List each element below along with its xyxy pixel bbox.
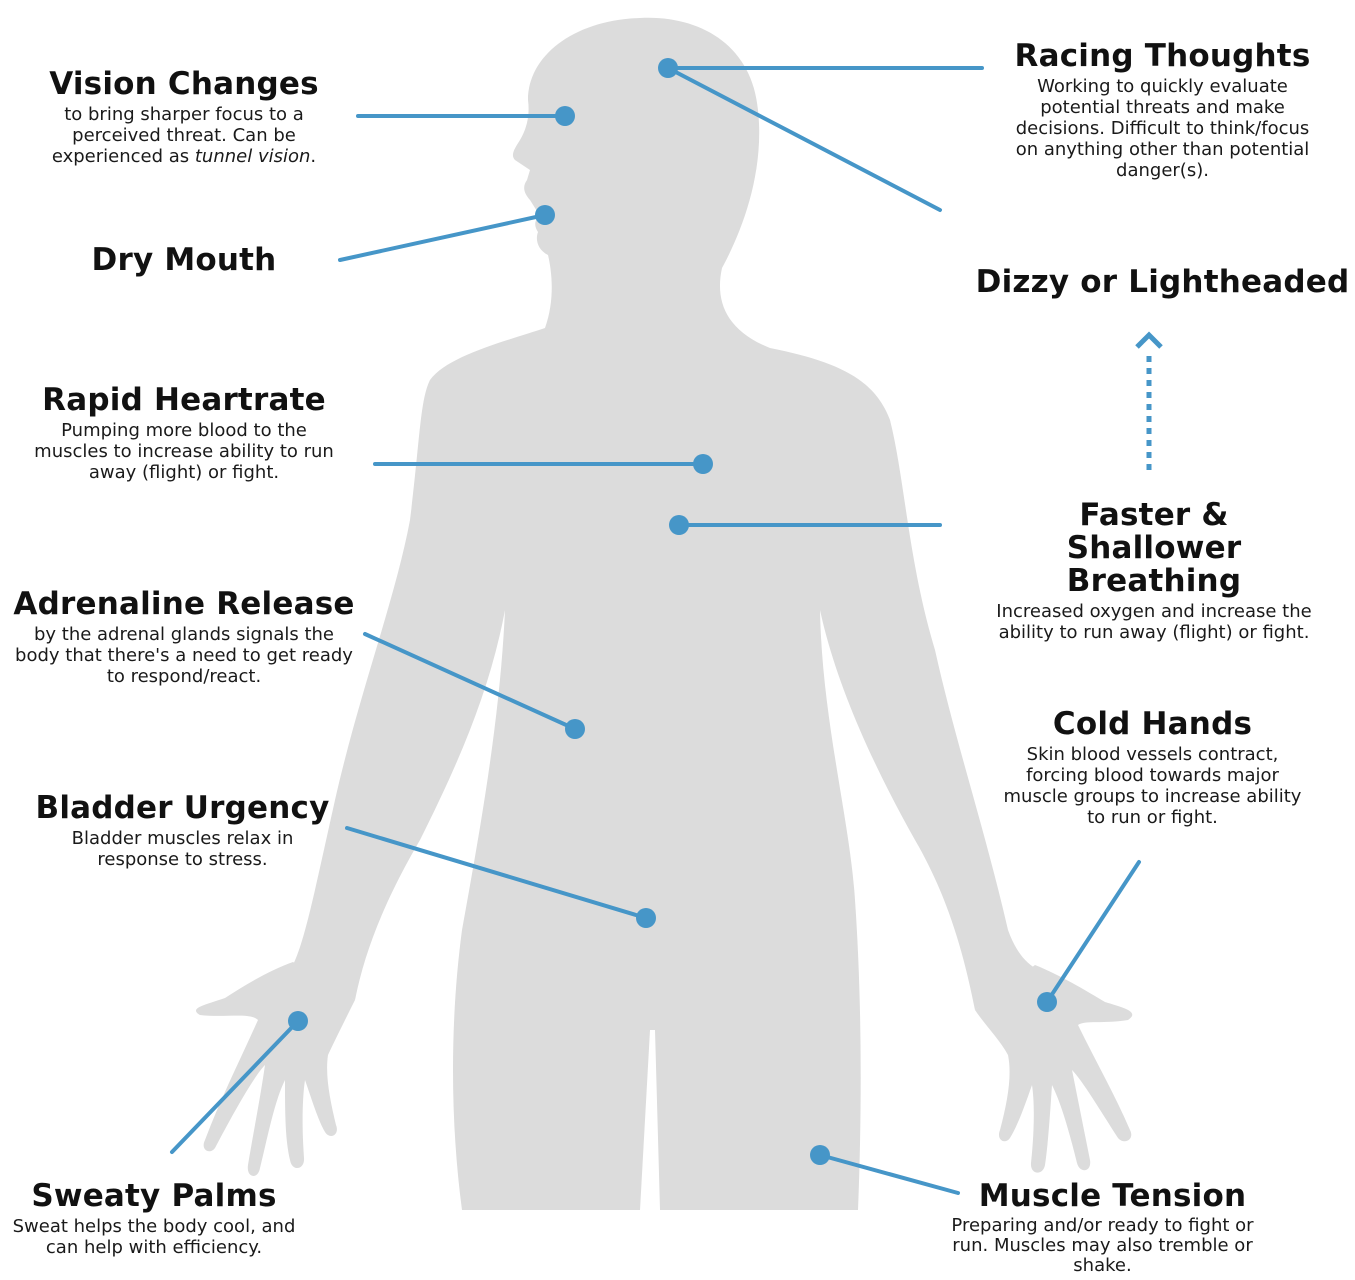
bladder-dot <box>636 908 656 928</box>
vision-dot <box>555 106 575 126</box>
palms-label: Sweaty Palms Sweat helps the body cool, … <box>4 1180 304 1258</box>
heart-title: Rapid Heartrate <box>24 384 344 417</box>
vision-title: Vision Changes <box>20 68 348 101</box>
breathing-label: Faster & Shallower Breathing Increased o… <box>970 499 1338 643</box>
dizzy-label: Dizzy or Lightheaded <box>975 266 1350 299</box>
vision-desc: to bring sharper focus to a perceived th… <box>20 104 348 167</box>
cold-hands-label: Cold Hands Skin blood vessels contract, … <box>990 708 1315 828</box>
palms-desc: Sweat helps the body cool, and can help … <box>4 1216 304 1258</box>
dry-mouth-dot <box>535 205 555 225</box>
vision-label: Vision Changes to bring sharper focus to… <box>20 68 348 167</box>
muscle-dot <box>810 1145 830 1165</box>
heart-desc: Pumping more blood to the muscles to inc… <box>24 420 344 483</box>
muscle-title: Muscle Tension <box>935 1180 1270 1213</box>
racing-label: Racing Thoughts Working to quickly evalu… <box>995 40 1330 181</box>
dry-mouth-label: Dry Mouth <box>40 244 328 277</box>
adrenaline-dot <box>565 719 585 739</box>
cold-hands-title: Cold Hands <box>990 708 1315 741</box>
bladder-label: Bladder Urgency Bladder muscles relax in… <box>30 792 335 870</box>
racing-dot <box>658 58 678 78</box>
body-outline <box>293 18 1035 1210</box>
bladder-desc: Bladder muscles relax in response to str… <box>30 828 335 870</box>
left-hand <box>196 962 355 1176</box>
bladder-title: Bladder Urgency <box>30 792 335 825</box>
racing-desc: Working to quickly evaluate potential th… <box>995 76 1330 181</box>
breathing-desc: Increased oxygen and increase the abilit… <box>970 601 1338 643</box>
heart-label: Rapid Heartrate Pumping more blood to th… <box>24 384 344 483</box>
dry-mouth-title: Dry Mouth <box>40 244 328 277</box>
heart-dot <box>693 454 713 474</box>
adrenaline-label: Adrenaline Release by the adrenal glands… <box>10 588 358 687</box>
dry-mouth-line <box>340 215 545 260</box>
dizzy-title: Dizzy or Lightheaded <box>975 266 1350 299</box>
muscle-label: Muscle Tension Preparing and/or ready to… <box>935 1180 1270 1276</box>
cold-hands-line <box>1047 862 1139 1002</box>
adrenaline-desc: by the adrenal glands signals the body t… <box>10 624 358 687</box>
breathing-dot <box>669 515 689 535</box>
adrenaline-title: Adrenaline Release <box>10 588 358 621</box>
palms-title: Sweaty Palms <box>4 1180 304 1213</box>
breathing-title: Faster & Shallower Breathing <box>970 499 1338 598</box>
muscle-desc: Preparing and/or ready to fight or run. … <box>935 1216 1270 1276</box>
cold-hands-desc: Skin blood vessels contract, forcing blo… <box>990 744 1315 828</box>
racing-title: Racing Thoughts <box>995 40 1330 73</box>
dizzy-arrow-head <box>1137 335 1161 347</box>
palms-dot <box>288 1011 308 1031</box>
cold-hands-dot <box>1037 992 1057 1012</box>
